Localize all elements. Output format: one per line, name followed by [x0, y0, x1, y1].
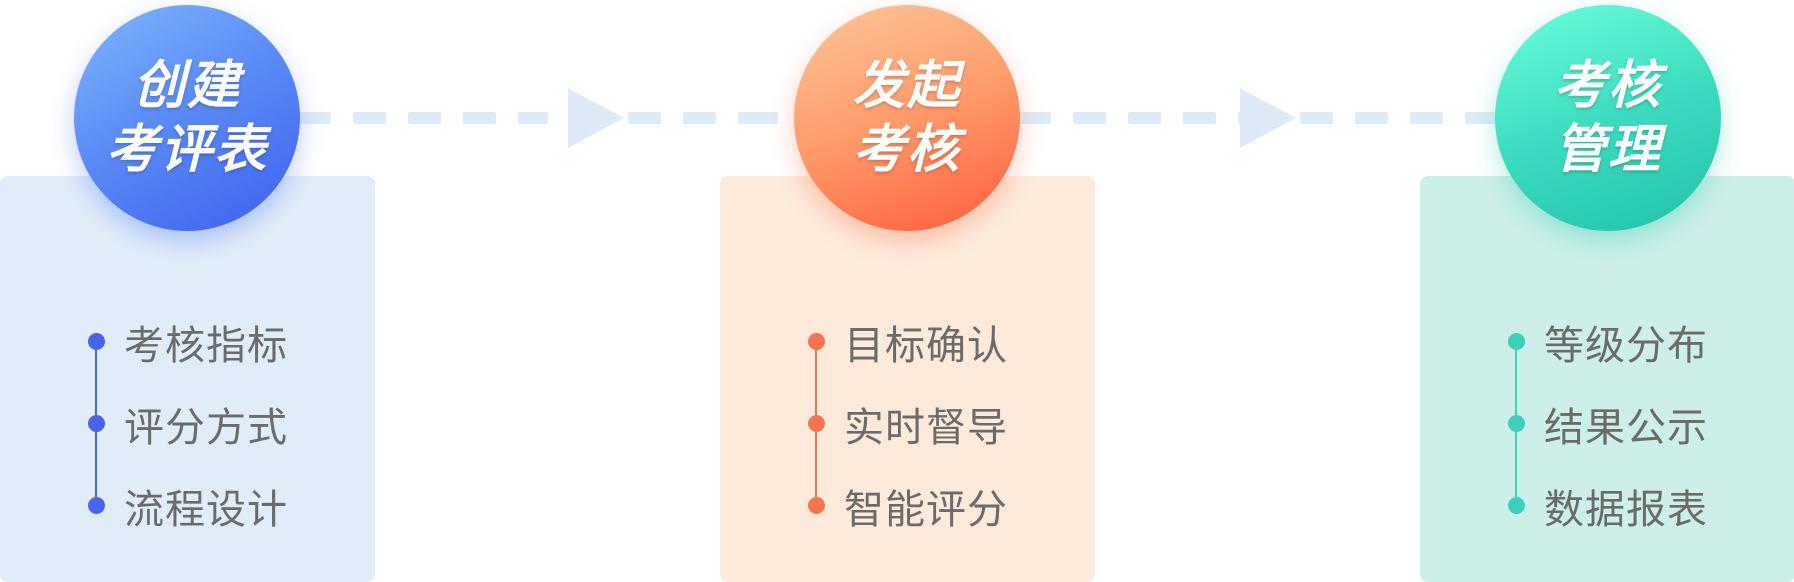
list-connector-line [95, 342, 97, 424]
list-item: 数据报表 [1508, 465, 1708, 547]
list-item: 评分方式 [88, 383, 288, 465]
feature-list: 等级分布 结果公示 数据报表 [1508, 301, 1708, 547]
step-title-line1: 考核 [1553, 56, 1662, 116]
list-item-label: 实时督导 [844, 405, 1008, 451]
list-item: 实时督导 [808, 383, 1008, 465]
list-item-label: 智能评分 [844, 487, 1008, 533]
list-item: 流程设计 [88, 465, 288, 547]
connector-arrow-2 [1018, 88, 1496, 148]
bullet-dot [808, 497, 825, 514]
bullet-dot [88, 497, 105, 514]
list-item-label: 目标确认 [844, 323, 1008, 369]
arrowhead-icon [1240, 88, 1296, 148]
list-item-label: 评分方式 [124, 405, 288, 451]
list-connector-line [815, 342, 817, 424]
step-title-line1: 发起 [852, 56, 961, 116]
step-title-line2: 考核 [852, 120, 961, 180]
bullet-dot [88, 415, 105, 432]
list-item: 考核指标 [88, 301, 288, 383]
bullet-dot [1508, 333, 1525, 350]
list-item: 智能评分 [808, 465, 1008, 547]
list-item-label: 考核指标 [124, 323, 288, 369]
bullet-dot [808, 333, 825, 350]
list-item: 结果公示 [1508, 383, 1708, 465]
step-card-review-management: 等级分布 结果公示 数据报表 [1420, 176, 1794, 582]
list-connector-line [815, 424, 817, 506]
list-item-label: 等级分布 [1544, 323, 1708, 369]
list-item: 目标确认 [808, 301, 1008, 383]
arrowhead-icon [568, 88, 624, 148]
connector-arrow-1 [298, 88, 778, 148]
bullet-dot [1508, 415, 1525, 432]
step-card-create-form: 考核指标 评分方式 流程设计 [0, 176, 375, 582]
bullet-dot [1508, 497, 1525, 514]
list-item-label: 流程设计 [124, 487, 288, 533]
step-title-line2: 考评表 [105, 120, 268, 180]
step-circle-review-management: 考核 管理 [1495, 5, 1721, 231]
bullet-dot [808, 415, 825, 432]
bullet-dot [88, 333, 105, 350]
step-title-line2: 管理 [1553, 120, 1662, 180]
step-circle-launch-review: 发起 考核 [794, 5, 1020, 231]
step-card-launch-review: 目标确认 实时督导 智能评分 [720, 176, 1095, 582]
list-item-label: 数据报表 [1544, 487, 1708, 533]
feature-list: 目标确认 实时督导 智能评分 [808, 301, 1008, 547]
list-item-label: 结果公示 [1544, 405, 1708, 451]
feature-list: 考核指标 评分方式 流程设计 [88, 301, 288, 547]
step-circle-create-form: 创建 考评表 [74, 5, 300, 231]
list-item: 等级分布 [1508, 301, 1708, 383]
step-title-line1: 创建 [132, 56, 241, 116]
list-connector-line [1515, 424, 1517, 506]
list-connector-line [95, 424, 97, 506]
list-connector-line [1515, 342, 1517, 424]
